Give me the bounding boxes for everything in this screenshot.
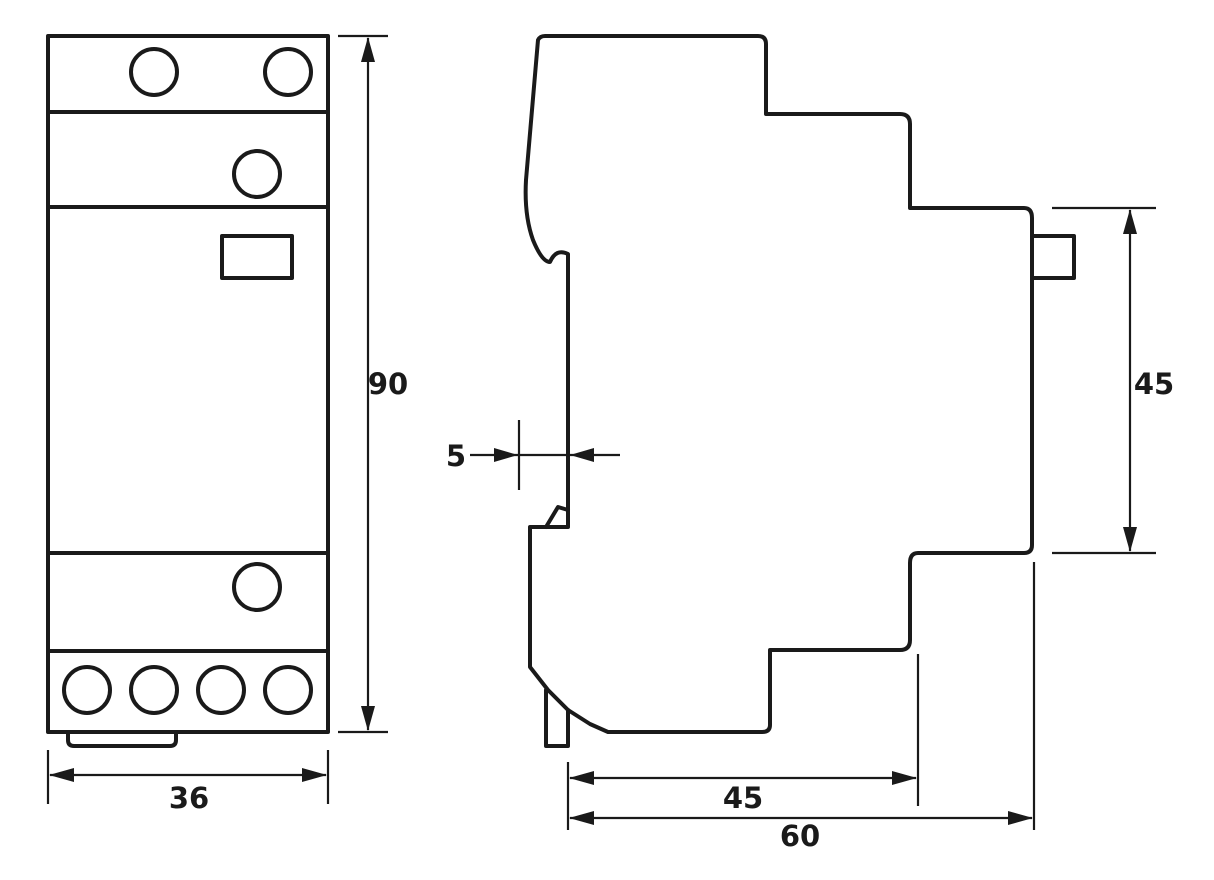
front-view	[46, 34, 330, 748]
rail-hook	[544, 688, 570, 748]
side-view	[523, 34, 1076, 748]
front-body-outline	[46, 34, 330, 734]
status-window	[220, 234, 294, 280]
width-label: 36	[169, 781, 209, 815]
height-label: 90	[368, 367, 408, 401]
bottom-terminal-3	[196, 665, 246, 715]
height-dimension: 90	[338, 34, 408, 734]
bottom-terminal-1	[62, 665, 112, 715]
total-depth-label: 60	[780, 819, 820, 853]
rail-clip-notch	[544, 505, 570, 529]
top-terminal-1	[129, 47, 179, 97]
rail-offset-label: 5	[446, 439, 466, 473]
front-depth-dimension: 45	[566, 654, 920, 830]
top-terminal-2	[263, 47, 313, 97]
front-depth-label: 45	[723, 781, 763, 815]
lower-terminal	[232, 562, 282, 612]
front-pushbutton	[1030, 234, 1076, 280]
din-clip-tab	[66, 730, 178, 748]
total-depth-dimension: 60	[569, 562, 1036, 853]
front-height-dimension: 45	[1052, 206, 1174, 555]
bottom-terminal-4	[263, 665, 313, 715]
width-dimension: 36	[46, 750, 330, 815]
side-profile-outline	[523, 34, 1034, 734]
middle-terminal	[232, 149, 282, 199]
rail-offset-dimension: 5	[446, 420, 620, 490]
bottom-terminal-2	[129, 665, 179, 715]
front-height-label: 45	[1134, 367, 1174, 401]
